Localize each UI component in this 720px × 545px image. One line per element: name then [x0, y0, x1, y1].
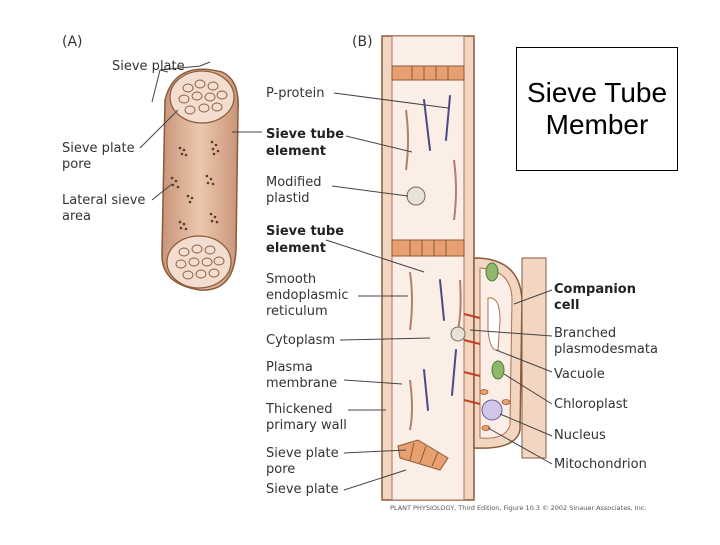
- plasmodesmata: [463, 313, 481, 405]
- label-companion-cell-2: cell: [554, 298, 579, 313]
- vacuole: [487, 297, 501, 351]
- top-sieve-pores: [178, 79, 228, 115]
- figure-credit: PLANT PHYSIOLOGY, Third Edition, Figure …: [390, 504, 646, 512]
- mitochondria: [479, 389, 511, 431]
- label-sieve-tube-element-b-2: element: [266, 241, 326, 256]
- label-nucleus: Nucleus: [554, 428, 606, 443]
- label-p-protein: P-protein: [266, 86, 324, 101]
- label-modified-plastid-1: Modified: [266, 175, 321, 190]
- label-sieve-tube-element-b-1: Sieve tube: [266, 224, 344, 239]
- label-plasma-membrane-1: Plasma: [266, 360, 313, 375]
- smooth-er: [405, 109, 462, 431]
- label-sieve-plate-pore-a-2: pore: [62, 157, 91, 172]
- label-sieve-plate-a: Sieve plate: [112, 59, 185, 74]
- label-sieve-plate-b: Sieve plate: [266, 482, 339, 497]
- sieve-plate-middle: [391, 239, 465, 257]
- sieve-plate-top: [391, 65, 465, 81]
- label-sieve-plate-pore-b-1: Sieve plate: [266, 446, 339, 461]
- label-companion-cell-1: Companion: [554, 282, 636, 297]
- title-text: Sieve Tube Member: [526, 77, 668, 140]
- label-chloroplast: Chloroplast: [554, 397, 628, 412]
- chloroplast-1: [485, 262, 499, 282]
- panel-b-label: (B): [352, 34, 373, 50]
- label-thickened-wall-2: primary wall: [266, 418, 347, 433]
- right-leader-lines: [469, 289, 553, 465]
- cytoplasm-plastid: [450, 326, 466, 342]
- label-sieve-tube-element-a-2: element: [266, 144, 326, 159]
- sieve-plate-bottom: [397, 439, 449, 471]
- panel-a-label: (A): [62, 34, 83, 50]
- bottom-sieve-pores: [175, 244, 225, 280]
- leader-lateral-sieve-area: [151, 183, 173, 201]
- label-sieve-tube-element-a-1: Sieve tube: [266, 127, 344, 142]
- label-branched-plasmodesmata-2: plasmodesmata: [554, 342, 658, 357]
- nucleus: [481, 399, 503, 421]
- panel-b-tissue: [381, 35, 547, 501]
- label-smooth-er-1: Smooth: [266, 272, 316, 287]
- label-branched-plasmodesmata-1: Branched: [554, 326, 616, 341]
- label-modified-plastid-2: plastid: [266, 191, 310, 206]
- label-cytoplasm: Cytoplasm: [266, 333, 335, 348]
- label-mitochondrion: Mitochondrion: [554, 457, 647, 472]
- label-sieve-plate-pore-b-2: pore: [266, 462, 295, 477]
- label-thickened-wall-1: Thickened: [265, 402, 333, 417]
- panel-a-cell: [151, 61, 239, 291]
- label-plasma-membrane-2: membrane: [266, 376, 337, 391]
- left-leader-lines: [325, 92, 449, 491]
- label-smooth-er-3: reticulum: [266, 304, 328, 319]
- label-sieve-plate-pore-a-1: Sieve plate: [62, 141, 135, 156]
- title-box: Sieve Tube Member: [516, 47, 678, 171]
- label-vacuole: Vacuole: [554, 367, 605, 382]
- label-smooth-er-2: endoplasmic: [266, 288, 348, 303]
- label-lateral-sieve-area-1: Lateral sieve: [62, 193, 145, 208]
- chloroplast-2: [491, 360, 505, 380]
- modified-plastid: [406, 186, 426, 206]
- leader-sieve-plate-pore-a: [139, 109, 179, 149]
- lateral-sieve-areas: [170, 140, 220, 231]
- p-protein-strands: [423, 95, 457, 411]
- label-lateral-sieve-area-2: area: [62, 209, 91, 224]
